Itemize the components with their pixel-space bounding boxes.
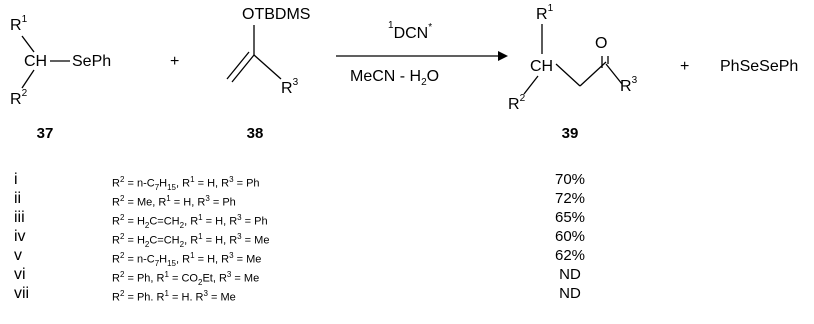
- r3-label: R3: [281, 77, 299, 97]
- entry-conditions: R2 = Ph. R1 = H. R3 = Me: [112, 289, 236, 304]
- product-r1-label: R1: [536, 3, 554, 23]
- entry-yield: 65%: [554, 209, 586, 226]
- entry-label: iii: [14, 209, 25, 226]
- r1-value: H: [207, 253, 216, 266]
- bond-r1-ch: [21, 35, 35, 53]
- bond-ch-r2: [523, 75, 539, 95]
- entry-yield: 72%: [554, 190, 586, 207]
- ch-label: CH: [24, 53, 47, 70]
- byproduct-label: PhSeSePh: [720, 58, 798, 75]
- bond-ch-ch2: [555, 63, 581, 87]
- r2-value: H: [136, 215, 145, 228]
- r2-value: n-C: [136, 253, 155, 266]
- entry-label: i: [14, 171, 18, 188]
- entry-yield: ND: [559, 266, 581, 283]
- table-row: v R2 = n-C7H15, R1 = H, R3 = Me 62%: [0, 246, 814, 268]
- r2-label: R2: [10, 88, 28, 108]
- bond-c-ch2-b: [226, 51, 250, 80]
- r2-value: H: [136, 234, 145, 247]
- reactant-37: R1 CH SePh R2 37: [10, 14, 111, 142]
- r3-value: Ph: [222, 196, 236, 209]
- entry-conditions: R2 = n-C7H15, R1 = H, R3 = Ph: [112, 175, 260, 192]
- r1-value: H: [181, 291, 190, 304]
- entry-label: vii: [14, 285, 30, 302]
- plus-sign-2: +: [680, 58, 689, 75]
- product-r3-label: R3: [620, 75, 638, 95]
- entry-label: ii: [14, 190, 22, 207]
- table-row: ii R2 = Me, R1 = H, R3 = Ph 72%: [0, 189, 814, 209]
- table-row: iv R2 = H2C=CH2, R1 = H, R3 = Me 60%: [0, 227, 814, 249]
- entry-yield: 62%: [554, 247, 586, 264]
- reaction-arrow: 1DCN* MeCN - H2O: [336, 20, 508, 88]
- r1-value: H: [215, 215, 224, 228]
- entry-conditions: R2 = H2C=CH2, R1 = H, R3 = Ph: [112, 213, 268, 230]
- entry-yield: ND: [559, 285, 581, 302]
- entry-label: vi: [14, 266, 26, 283]
- r2-value: Ph: [136, 272, 151, 285]
- text-r: R: [112, 234, 120, 247]
- table-row: i R2 = n-C7H15, R1 = H, R3 = Ph 70%: [0, 170, 814, 192]
- entry-yield: 60%: [554, 228, 586, 245]
- entry-label: iv: [14, 228, 26, 245]
- entry-yield: 70%: [554, 171, 586, 188]
- r2-value: n-C: [136, 177, 155, 190]
- text-r: R: [112, 196, 120, 209]
- entry-conditions: R2 = Ph, R1 = CO2Et, R3 = Me: [112, 270, 260, 287]
- arrowhead: [498, 51, 508, 61]
- r3-value: Ph: [254, 215, 268, 228]
- bond-co-r3: [605, 63, 623, 85]
- product-ch-label: CH: [530, 58, 553, 75]
- text-r: R: [112, 291, 120, 304]
- bond-c-r3: [253, 54, 282, 80]
- entry-conditions: R2 = H2C=CH2, R1 = H, R3 = Me: [112, 232, 270, 249]
- r3-value: Me: [220, 291, 236, 304]
- r1-label: R1: [10, 14, 28, 34]
- arrow-reagent: 1DCN*: [388, 20, 432, 42]
- compound-number-39: 39: [562, 125, 579, 142]
- seph-label: SePh: [72, 53, 111, 70]
- r1-value: H: [215, 234, 224, 247]
- arrow-solvent: MeCN - H2O: [350, 68, 439, 88]
- reactant-38: OTBDMS R3 38: [226, 6, 310, 142]
- bond-ch-r2: [21, 69, 35, 89]
- text-r: R: [112, 253, 120, 266]
- r3-value: Me: [243, 272, 260, 285]
- r3-value: Me: [254, 234, 270, 247]
- carbonyl-o-label: O: [595, 35, 607, 52]
- r3-value: Me: [246, 253, 262, 266]
- product-39: R1 CH O R3 R2 39: [508, 3, 638, 142]
- otbdms-label: OTBDMS: [242, 6, 310, 23]
- product-r2-label: R2: [508, 93, 526, 113]
- r1-value: H: [183, 196, 192, 209]
- compound-number-37: 37: [37, 125, 54, 142]
- table-row: vii R2 = Ph. R1 = H. R3 = Me ND: [0, 284, 814, 304]
- compound-number-38: 38: [247, 125, 264, 142]
- r3-value: Ph: [246, 177, 260, 190]
- r1-value: CO: [181, 272, 198, 285]
- entry-conditions: R2 = Me, R1 = H, R3 = Ph: [112, 194, 236, 209]
- r2-value: Ph: [136, 291, 151, 304]
- plus-sign-1: +: [170, 53, 179, 70]
- table-row: iii R2 = H2C=CH2, R1 = H, R3 = Ph 65%: [0, 208, 814, 230]
- entry-label: v: [14, 247, 22, 264]
- text-r: R: [112, 215, 120, 228]
- r1-value: H: [207, 177, 216, 190]
- entry-conditions: R2 = n-C7H15, R1 = H, R3 = Me: [112, 251, 262, 268]
- text-r: R: [112, 177, 120, 190]
- text-r: R: [112, 272, 120, 285]
- r2-value: Me: [136, 196, 153, 209]
- bond-c-ch2-a: [231, 54, 255, 83]
- table-row: vi R2 = Ph, R1 = CO2Et, R3 = Me ND: [0, 265, 814, 287]
